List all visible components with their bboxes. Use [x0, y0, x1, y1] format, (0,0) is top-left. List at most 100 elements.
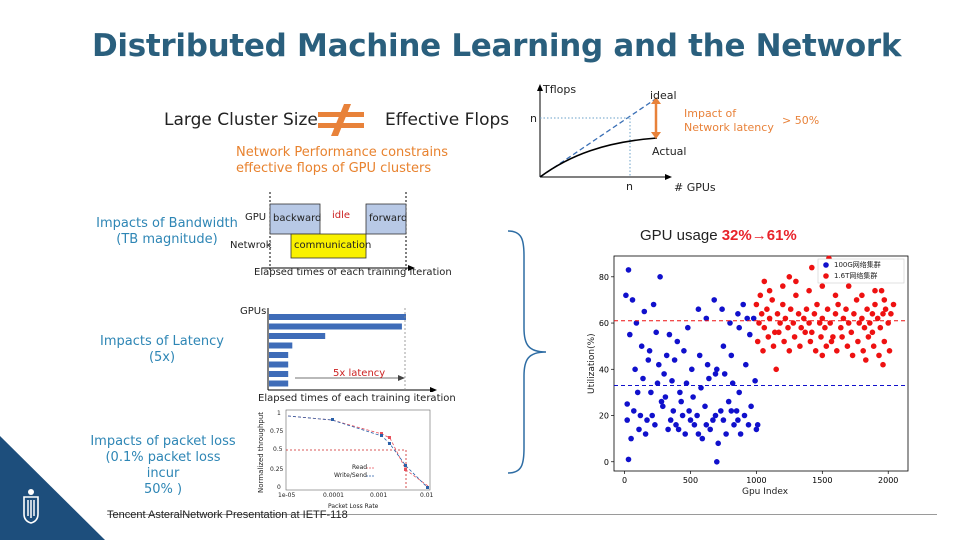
read-point — [404, 468, 407, 471]
point-100g — [675, 426, 682, 433]
point-1-6t — [793, 278, 799, 285]
point-100g — [653, 329, 659, 336]
point-1-6t — [773, 366, 779, 373]
point-1-6t — [823, 343, 830, 349]
point-100g — [654, 380, 661, 386]
point-1-6t — [803, 306, 810, 312]
point-1-6t — [819, 315, 826, 322]
point-100g — [623, 292, 629, 299]
scatter-means — [614, 320, 908, 386]
point-1-6t — [776, 329, 782, 336]
pl-y-tick: 0.5 — [273, 446, 283, 453]
latency-bar — [269, 361, 289, 368]
arrow-down-icon — [651, 132, 661, 139]
bandwidth-label: Impacts of Bandwidth (TB magnitude) — [92, 216, 242, 248]
point-100g — [640, 375, 646, 382]
point-1-6t — [758, 311, 765, 317]
point-1-6t — [859, 315, 865, 322]
point-100g — [649, 412, 655, 419]
bandwidth-line-2: (TB magnitude) — [116, 232, 218, 247]
tflops-axis-label: Tflops — [543, 83, 577, 96]
point-1-6t — [798, 324, 804, 331]
point-1-6t — [753, 301, 760, 308]
point-1-6t — [780, 301, 786, 308]
tflops-y-tick: n — [530, 112, 537, 125]
point-1-6t — [849, 352, 856, 359]
point-1-6t — [811, 311, 818, 317]
point-100g — [666, 331, 673, 338]
point-100g — [695, 306, 702, 312]
point-100g — [657, 274, 663, 280]
point-100g — [689, 366, 695, 373]
scatter-legend — [817, 258, 905, 284]
point-1-6t — [881, 297, 888, 303]
point-1-6t — [876, 352, 882, 359]
point-100g — [715, 440, 721, 447]
point-100g — [712, 412, 719, 419]
latency-caption: Elapsed times of each training iteration — [258, 393, 456, 404]
gpu-usage-headline: GPU usage 32%→61% — [640, 227, 797, 244]
point-1-6t — [872, 301, 878, 308]
latency-arrow-icon — [430, 387, 437, 392]
point-1-6t — [843, 306, 849, 312]
point-1-6t — [812, 348, 819, 354]
point-1-6t — [766, 315, 773, 322]
point-1-6t — [869, 311, 876, 317]
actual-label: Actual — [652, 145, 687, 158]
point-1-6t — [830, 334, 836, 340]
point-1-6t — [806, 320, 812, 326]
network-row-label: Netwrok — [230, 240, 272, 251]
point-100g — [631, 408, 637, 414]
point-100g — [682, 431, 688, 437]
bandwidth-timeline — [262, 192, 415, 271]
point-100g — [683, 380, 690, 386]
pl-x-label: Packet Loss Rate — [328, 503, 379, 510]
scatter-x-label: Gpu Index — [742, 487, 789, 497]
y-tick-label: 0 — [604, 458, 609, 467]
y-tick-label: 80 — [599, 273, 609, 282]
point-1-6t — [819, 352, 826, 359]
point-1-6t — [844, 343, 851, 349]
latency-line-2: (5x) — [148, 350, 176, 365]
point-100g — [652, 422, 658, 428]
read-point — [388, 436, 391, 439]
x-tick-label: 0 — [622, 476, 627, 485]
point-1-6t — [855, 338, 861, 345]
packet-loss-label: Impacts of packet loss (0.1% packet loss… — [88, 434, 238, 498]
point-100g — [714, 459, 720, 465]
latency-bar — [269, 371, 289, 377]
latency-bars — [269, 314, 406, 387]
point-1-6t — [816, 320, 823, 326]
point-100g — [741, 412, 748, 419]
point-100g — [685, 324, 691, 331]
pl-x-tick: 1e-05 — [278, 492, 296, 499]
x-tick-label: 1000 — [746, 476, 766, 485]
pl-x-tick: 0.0001 — [323, 492, 344, 499]
x-tick-label: 1500 — [812, 476, 832, 485]
point-100g — [624, 401, 630, 407]
pl-legend-read: Read — [352, 464, 368, 471]
point-1-6t — [782, 315, 789, 322]
point-1-6t — [828, 338, 835, 345]
point-1-6t — [818, 334, 824, 340]
point-1-6t — [793, 292, 799, 299]
write-point — [331, 418, 334, 421]
point-1-6t — [832, 292, 839, 299]
point-100g — [674, 338, 681, 345]
point-100g — [745, 422, 752, 428]
point-1-6t — [764, 306, 770, 312]
bandwidth-line-1: Impacts of Bandwidth — [96, 216, 238, 231]
backward-block — [269, 203, 321, 235]
point-1-6t — [785, 324, 791, 331]
point-100g — [729, 380, 736, 386]
point-100g — [656, 361, 662, 368]
point-100g — [667, 417, 674, 423]
impact-value: > 50% — [782, 114, 820, 127]
point-1-6t — [886, 348, 893, 354]
y-tick-label: 60 — [599, 319, 609, 328]
write-point — [388, 442, 391, 445]
latency-bar — [269, 314, 406, 320]
point-1-6t — [797, 343, 803, 349]
legend-marker-1-6t — [823, 273, 829, 279]
